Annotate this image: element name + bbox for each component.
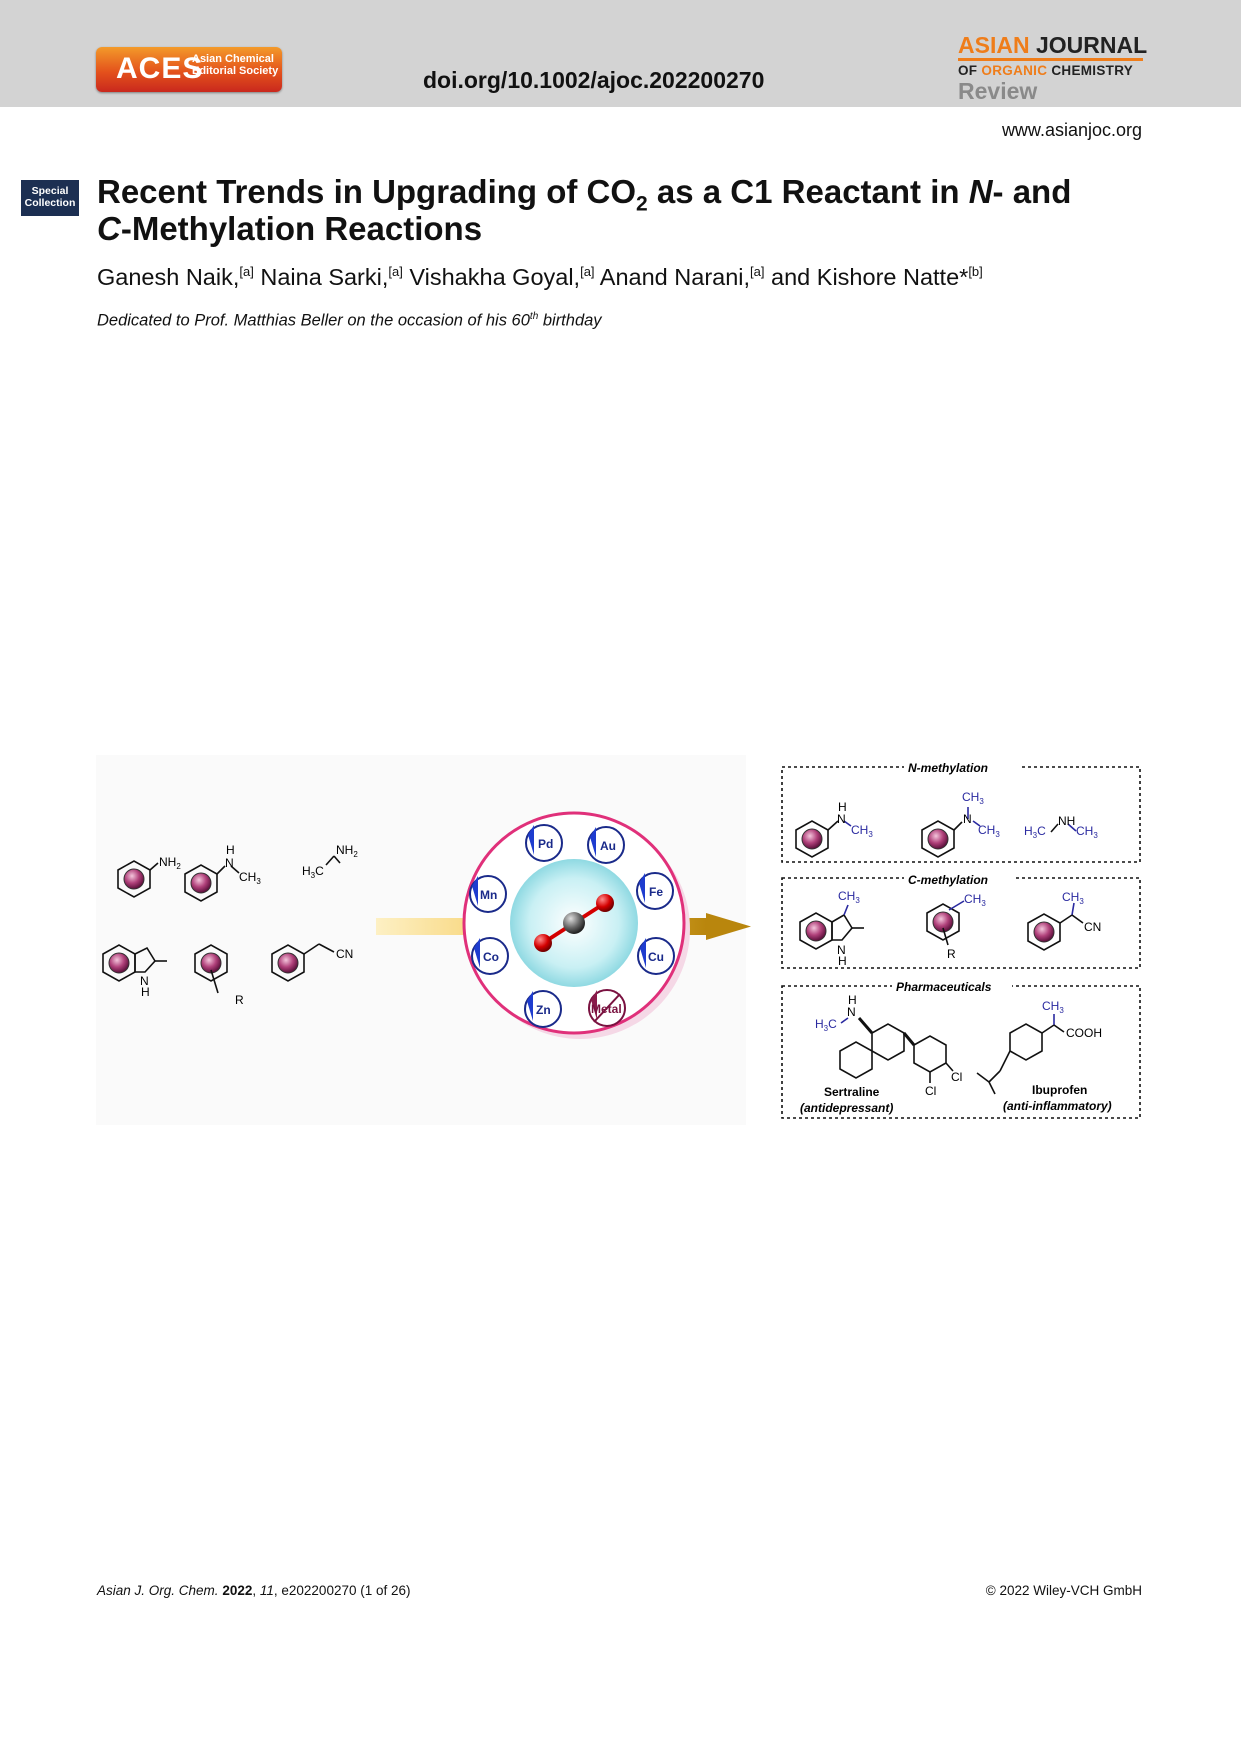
author-name: and Kishore Natte* (764, 264, 969, 290)
affiliation-mark: [a] (580, 264, 595, 280)
formula-label: CH3 (851, 823, 873, 839)
copyright-footer: © 2022 Wiley-VCH GmbH (985, 1583, 1142, 1598)
metal-mn: Mn (469, 875, 507, 913)
svg-text:Pd: Pd (538, 837, 553, 851)
affiliation-mark: [a] (750, 264, 765, 280)
formula-label: N (140, 974, 149, 988)
formula-label: CH3 (962, 790, 984, 806)
formula-label: CN (336, 947, 353, 961)
formula-label: COOH (1066, 1026, 1102, 1040)
ibuprofen-structure (976, 1014, 1065, 1095)
affiliation-mark: [a] (388, 264, 403, 280)
metal-cu: Cu (637, 937, 675, 975)
author-name: Ganesh Naik, (97, 264, 240, 290)
formula-label: H (838, 800, 847, 814)
formula-label: H (141, 985, 150, 999)
formula-label: CH3 (838, 889, 860, 905)
drug-name: Sertraline (824, 1085, 880, 1099)
reaction-arrow-head (706, 913, 751, 940)
metal-free: Metal (588, 989, 626, 1027)
doi-link[interactable]: doi.org/10.1002/ajoc.202200270 (423, 67, 765, 93)
aces-logo-subtitle: Asian Chemical Editorial Society (192, 53, 279, 77)
formula-label: N (837, 812, 846, 826)
journal-logo-bar (958, 58, 1143, 61)
formula-label: CH3 (1076, 824, 1098, 840)
affiliation-mark: [b] (968, 264, 983, 280)
c-methylation-panel: C-methylation CH3 N H CH3 R CH3 CN (781, 873, 1141, 969)
special-collection-badge[interactable]: Special Collection (21, 180, 79, 216)
aces-logo-text: ACES (116, 52, 204, 85)
formula-label: NH (1058, 814, 1075, 828)
reactant-benzyl-nitrile (271, 943, 335, 982)
pharmaceuticals-panel: Pharmaceuticals H3C H N Cl Cl Sertraline… (781, 980, 1141, 1119)
svg-text:Cu: Cu (648, 950, 664, 964)
oxygen-atom (596, 894, 614, 912)
formula-label: H (848, 993, 857, 1007)
formula-label: H (226, 843, 235, 857)
formula-label: NH2 (336, 843, 358, 859)
formula-label: NH2 (159, 855, 181, 871)
formula-label: N (847, 1005, 856, 1019)
metal-au: Au (587, 826, 625, 864)
formula-label: H3C (302, 864, 324, 880)
reactant-arene (194, 944, 228, 994)
formula-label: CH3 (239, 870, 261, 886)
author-name: Naina Sarki, (253, 264, 389, 290)
affiliation-mark: [a] (239, 264, 254, 280)
svg-text:Au: Au (600, 839, 616, 853)
formula-label: CH3 (1042, 999, 1064, 1015)
formula-label: Cl (951, 1070, 962, 1084)
toc-graphic: NH2 H N CH3 H3C NH2 N H R CN (96, 755, 1141, 1125)
metal-zn: Zn (524, 990, 562, 1028)
drug-name: Ibuprofen (1032, 1083, 1087, 1097)
carbon-atom (563, 912, 585, 934)
formula-label: R (947, 947, 956, 961)
journal-logo[interactable]: ASIAN JOURNAL OF ORGANIC CHEMISTRY Revie… (958, 32, 1148, 104)
formula-label: CN (1084, 920, 1101, 934)
panel-title: N-methylation (908, 761, 988, 775)
formula-label: H3C (815, 1017, 837, 1033)
reactant-n-methylaniline (184, 864, 240, 902)
svg-text:Zn: Zn (536, 1003, 551, 1017)
drug-use: (anti-inflammatory) (1003, 1099, 1112, 1113)
formula-label: Cl (925, 1084, 936, 1098)
formula-label: N (963, 812, 972, 826)
aces-logo[interactable]: ACES Asian Chemical Editorial Society (96, 47, 282, 92)
panel-title: C-methylation (908, 873, 988, 887)
dedication: Dedicated to Prof. Matthias Beller on th… (97, 311, 602, 330)
formula-label: N (225, 856, 234, 870)
author-name: Anand Narani, (594, 264, 751, 290)
journal-website-link[interactable]: www.asianjoc.org (1001, 120, 1142, 140)
svg-text:Fe: Fe (649, 885, 663, 899)
article-title: Recent Trends in Upgrading of CO2 as a C… (97, 173, 1072, 247)
oxygen-atom (534, 934, 552, 952)
formula-label: N (837, 943, 846, 957)
drug-use: (antidepressant) (800, 1101, 893, 1115)
panel-title: Pharmaceuticals (896, 980, 992, 994)
formula-label: R (235, 993, 244, 1007)
formula-label: CH3 (964, 892, 986, 908)
reactant-indole (102, 944, 167, 982)
author-name: Vishakha Goyal, (402, 264, 581, 290)
section-label: Review (958, 78, 1038, 104)
citation-footer: Asian J. Org. Chem. 2022, 11, e202200270… (97, 1583, 411, 1598)
formula-label: CH3 (978, 823, 1000, 839)
sertraline-structure (839, 1017, 954, 1083)
reactant-methylamine (325, 855, 341, 866)
formula-label: H3C (1024, 824, 1046, 840)
reactant-aniline (117, 860, 159, 898)
metal-pd: Pd (525, 824, 563, 862)
formula-label: H (838, 954, 847, 968)
n-methylation-panel: N-methylation H N CH3 CH3 N CH3 H3C NH C… (781, 761, 1141, 863)
author-list: Ganesh Naik,[a] Naina Sarki,[a] Vishakha… (97, 264, 983, 291)
metal-co: Co (471, 937, 509, 975)
svg-text:Co: Co (483, 950, 499, 964)
formula-label: CH3 (1062, 890, 1084, 906)
metal-fe: Fe (636, 872, 674, 910)
svg-text:Mn: Mn (480, 888, 497, 902)
